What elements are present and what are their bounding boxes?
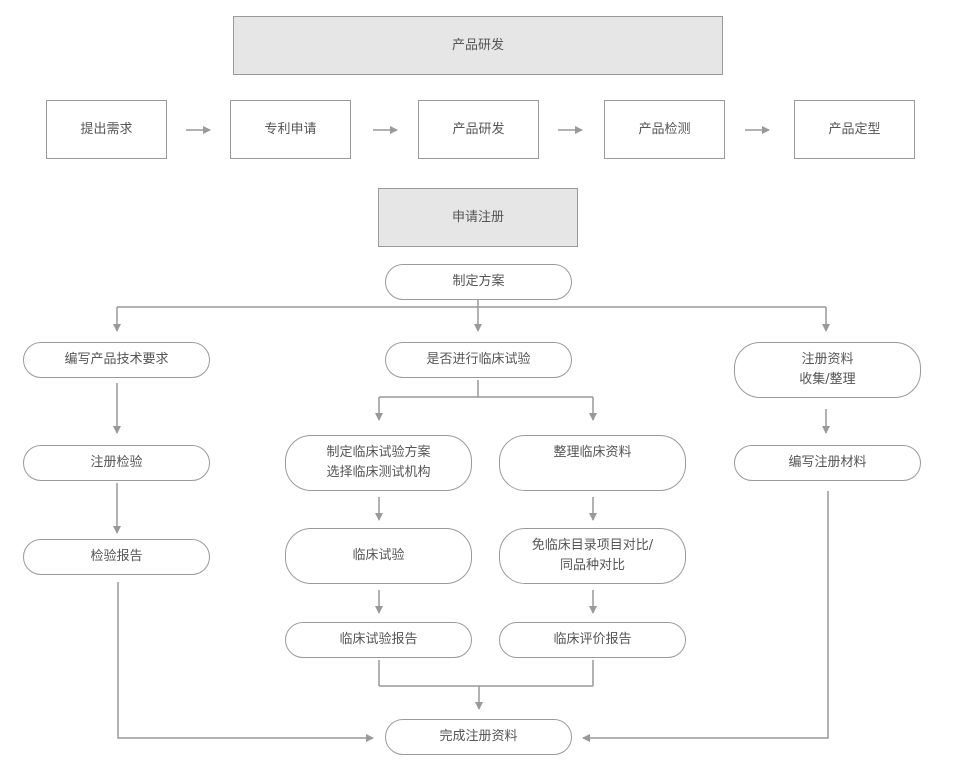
tech-requirements-node: 编写产品技术要求 (23, 342, 210, 378)
inspection-report-node: 检验报告 (23, 539, 210, 575)
registration-complete-node: 完成注册资料 (385, 719, 572, 755)
arrow-right-final (582, 491, 829, 742)
rd-step-requirement: 提出需求 (46, 100, 167, 159)
plan-node: 制定方案 (385, 264, 572, 300)
arrow-left-final (117, 582, 374, 742)
clinical-data-node: 整理临床资料 (499, 435, 686, 491)
write-registration-materials-node: 编写注册材料 (734, 445, 921, 481)
registration-inspection-node: 注册检验 (23, 445, 210, 481)
clinical-trial-node: 临床试验 (285, 528, 472, 584)
clinical-trial-decision-node: 是否进行临床试验 (385, 342, 572, 378)
rd-step-testing: 产品检测 (604, 100, 725, 159)
rd-header: 产品研发 (233, 16, 723, 75)
clinical-trial-report-node: 临床试验报告 (285, 622, 472, 658)
rd-step-development: 产品研发 (418, 100, 539, 159)
reg-header: 申请注册 (378, 188, 578, 247)
clinical-evaluation-report-node: 临床评价报告 (499, 622, 686, 658)
rd-step-patent: 专利申请 (230, 100, 351, 159)
rd-step-finalize: 产品定型 (794, 100, 915, 159)
exemption-comparison-node: 免临床目录项目对比/ 同品种对比 (499, 528, 686, 584)
registration-materials-collection-node: 注册资料 收集/整理 (734, 342, 921, 398)
trial-plan-node: 制定临床试验方案 选择临床测试机构 (285, 435, 472, 491)
